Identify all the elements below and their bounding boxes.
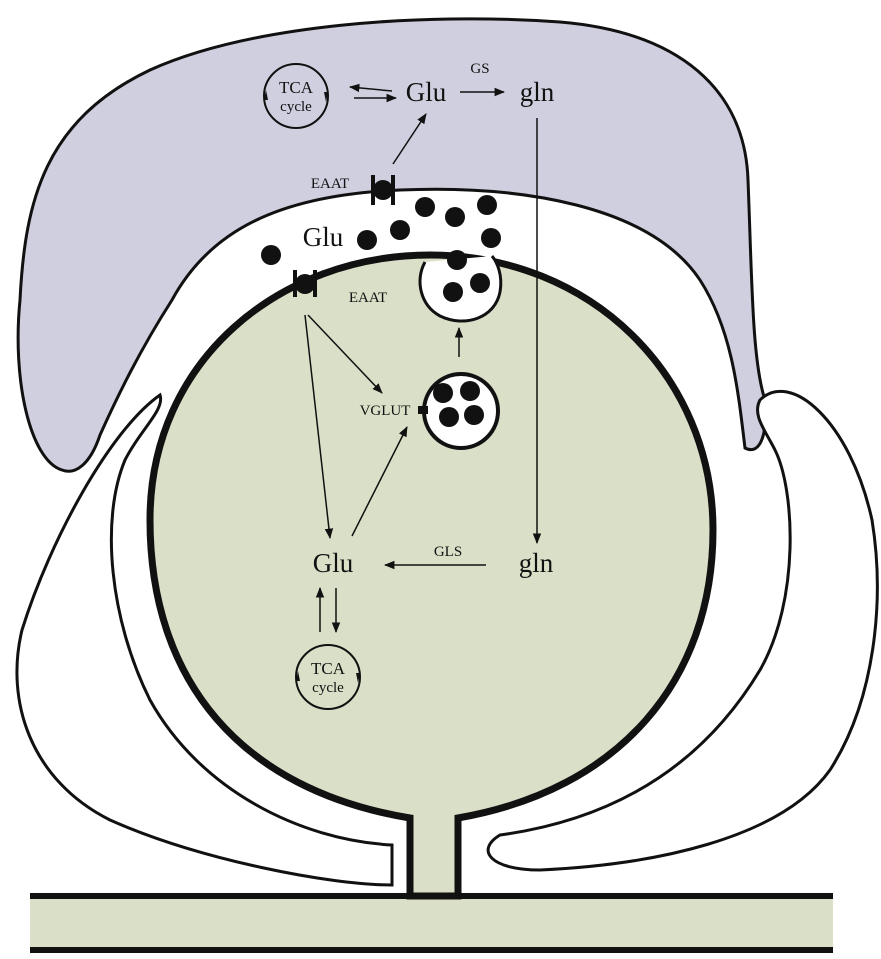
vglut-transporter [418, 406, 428, 414]
glutamate-dot [357, 230, 377, 250]
glutamate-dot [470, 273, 490, 293]
astrocyte-tca-label-2: cycle [280, 99, 312, 115]
axon-shaft [30, 898, 833, 948]
astrocyte-glu-label: Glu [406, 77, 447, 107]
terminal-tca-label-1: TCA [311, 659, 346, 678]
terminal-glu-label: Glu [313, 548, 354, 578]
glutamate-dot [415, 197, 435, 217]
glutamate-dot [390, 220, 410, 240]
glutamate-dot [477, 195, 497, 215]
terminal-eaat-label: EAAT [349, 290, 387, 306]
glutamate-dot [447, 250, 467, 270]
astrocyte-gln-label: gln [520, 77, 555, 107]
terminal-tca-label-2: cycle [312, 680, 344, 696]
gs-enzyme-label: GS [470, 61, 489, 77]
gls-enzyme-label: GLS [434, 544, 462, 560]
glutamate-dot [445, 207, 465, 227]
astrocyte-eaat-label: EAAT [311, 176, 349, 192]
astrocyte-tca-label-1: TCA [279, 78, 314, 97]
glutamate-dot [443, 282, 463, 302]
glutamate-dot [481, 228, 501, 248]
glutamate-dot [261, 245, 281, 265]
cleft-glu-label: Glu [303, 222, 344, 252]
vglut-label: VGLUT [360, 403, 411, 419]
terminal-gln-label: gln [519, 548, 554, 578]
